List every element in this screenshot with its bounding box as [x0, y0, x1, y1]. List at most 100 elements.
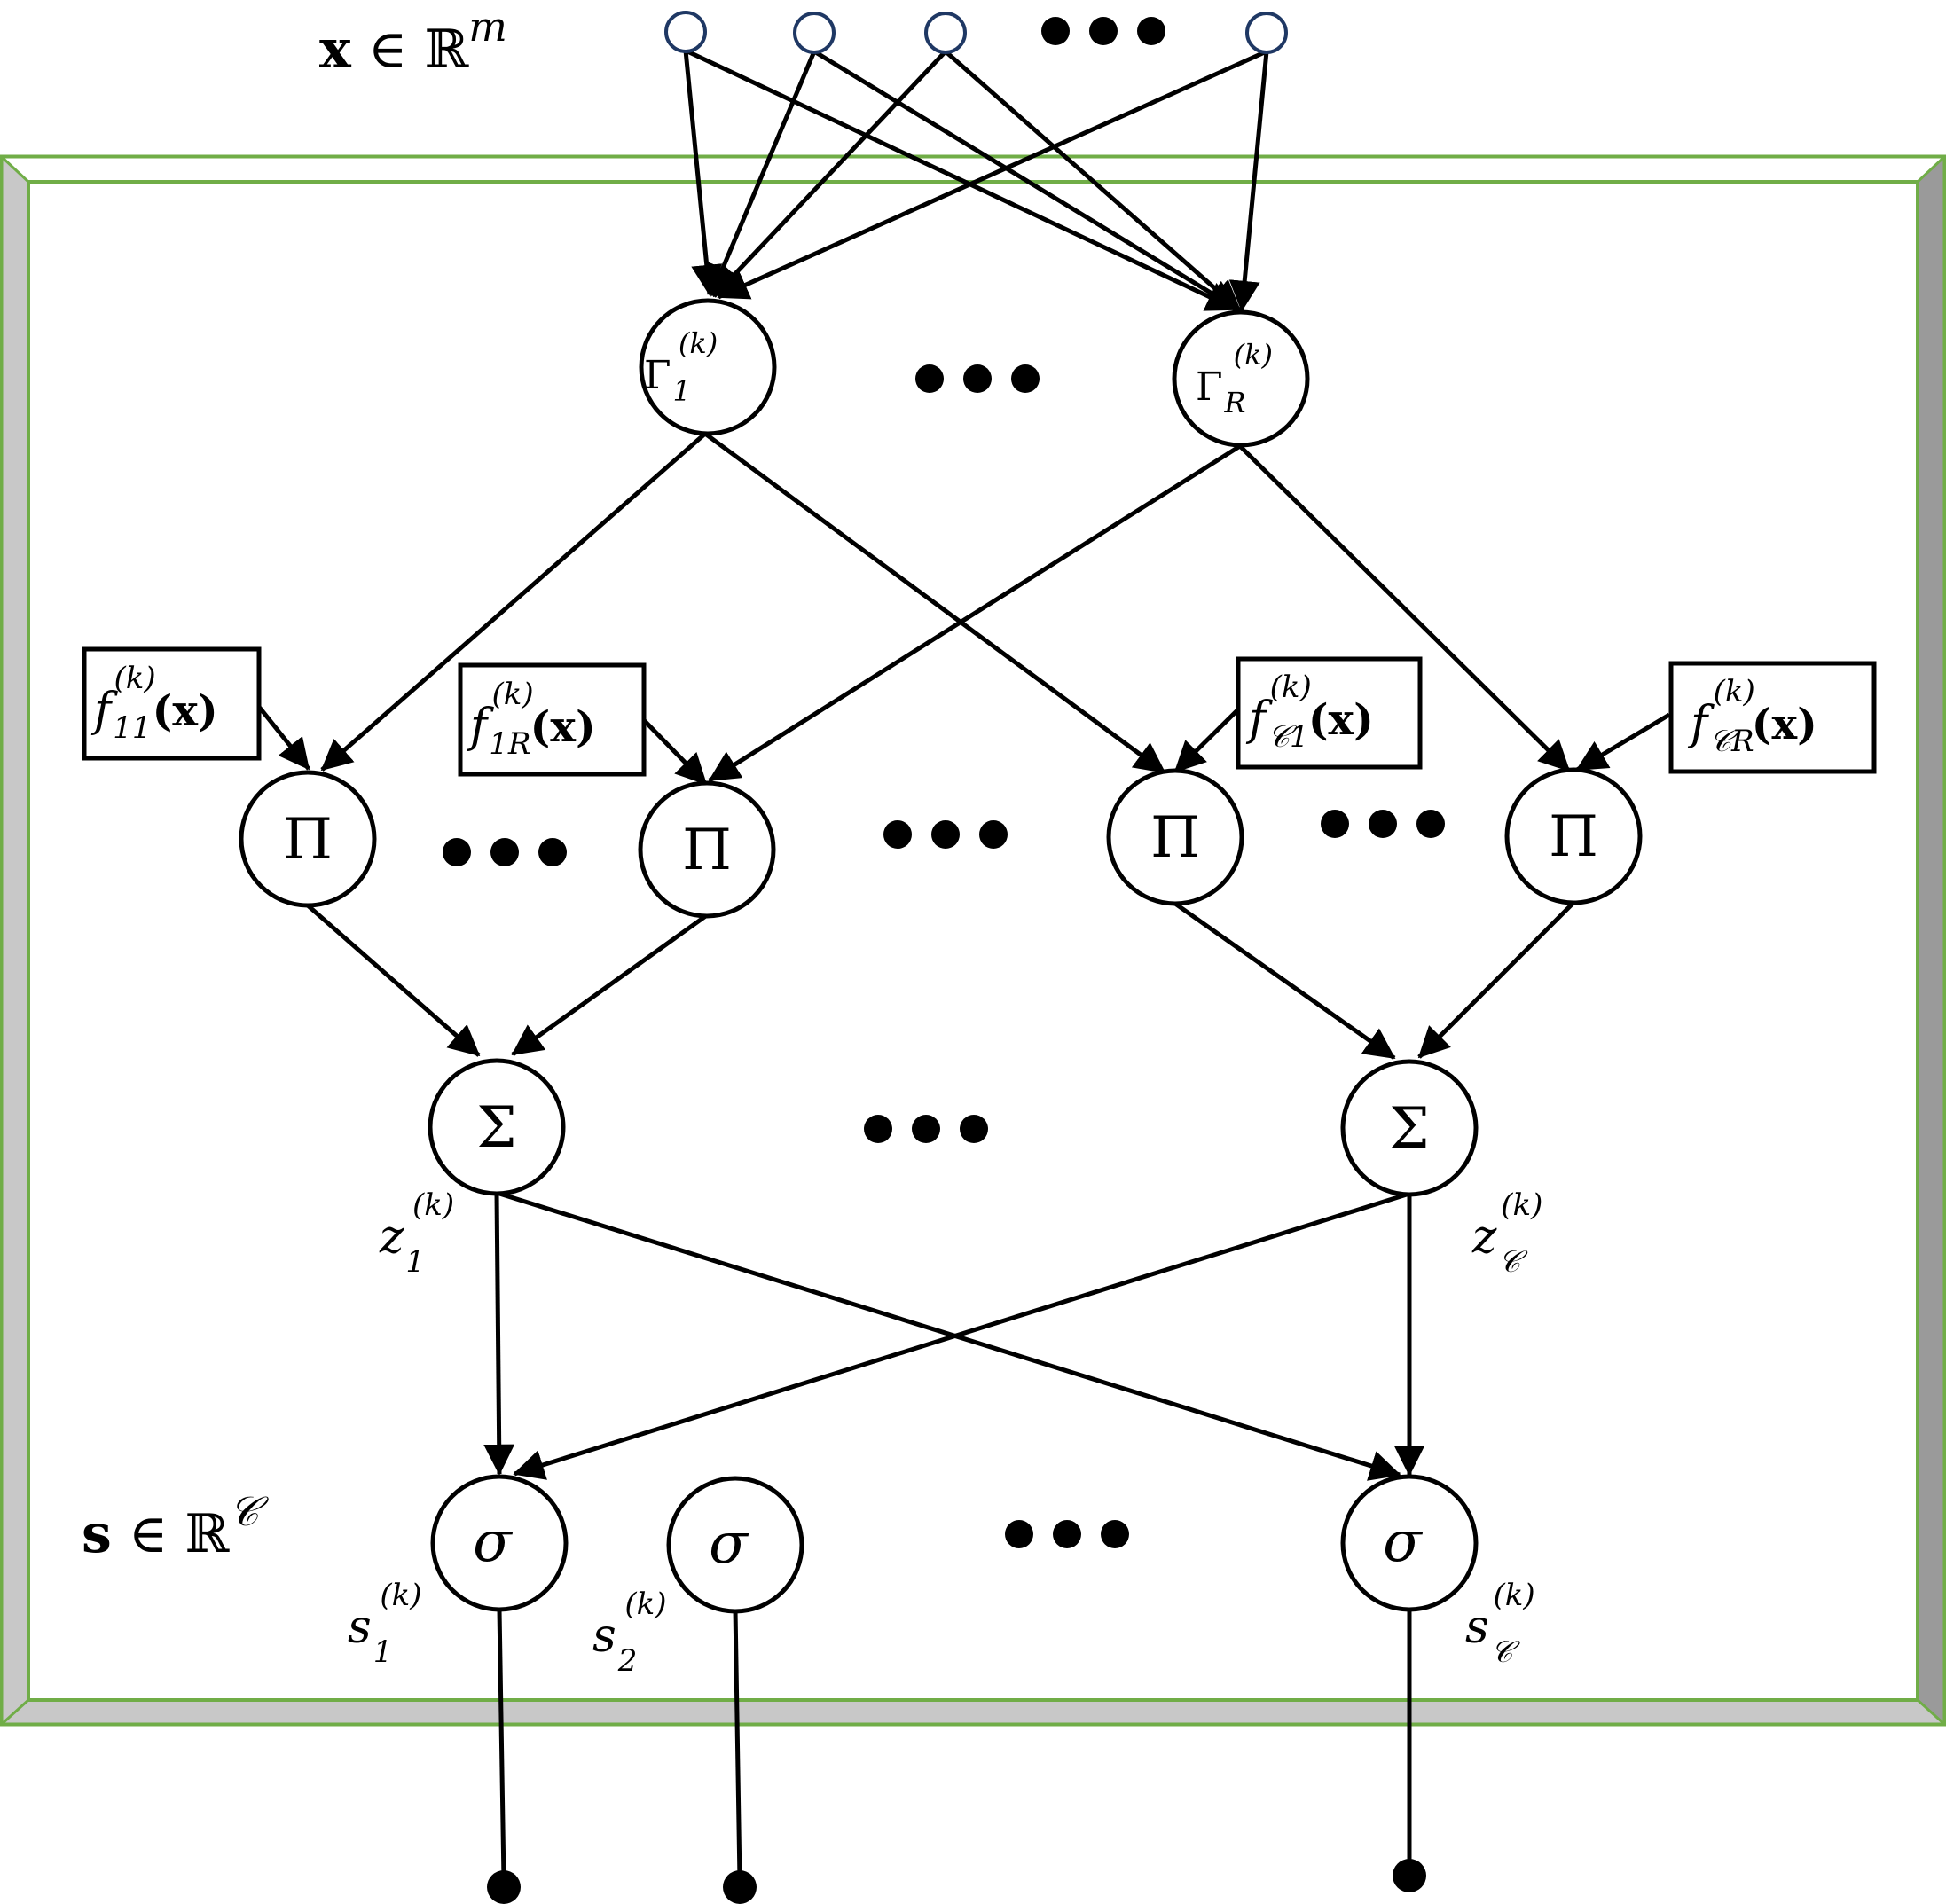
sum-node-1-circle [428, 1058, 566, 1196]
sigma-node-1-circle [430, 1474, 569, 1612]
sigma-nodes: σ σ σ [430, 1474, 1479, 1614]
frame-outer [0, 154, 1946, 1727]
gamma-node-R-label: ΓR(k) [1196, 338, 1273, 419]
edges-input-to-gamma [683, 48, 1269, 312]
frame-inner [27, 180, 1919, 1702]
f-box-11: f11(k)(x) [82, 646, 262, 761]
gamma-node-1: Γ1(k) [639, 298, 777, 436]
ellipsis-product-mid-dot-2 [931, 820, 960, 849]
edges-gamma-to-product [320, 431, 1571, 783]
input-node-3 [924, 12, 967, 54]
product-node-4-label: Π [1549, 804, 1598, 870]
sum-node-C-label: Σ [1389, 1096, 1429, 1162]
edge-xm-gamma1 [717, 49, 1268, 300]
edge-x3-gamma1 [712, 50, 947, 298]
f-box-C1-label: f𝒞1(k)(x) [1245, 670, 1374, 755]
edge-gammaR-pi4 [1238, 444, 1571, 772]
gamma-node-1-label: Γ1(k) [644, 326, 718, 408]
ellipsis-sum [864, 1115, 988, 1143]
s-label-1: s1(k) [348, 1578, 421, 1670]
edge-x3-gammaR [944, 50, 1242, 312]
ellipsis-sigma-dot-2 [1053, 1520, 1081, 1548]
product-nodes: Π Π Π Π [239, 767, 1643, 919]
ellipsis-sigma-dot-3 [1101, 1520, 1129, 1548]
ellipsis-product-mid [883, 820, 1008, 849]
input-node-1 [664, 11, 707, 53]
f-box-CR-rect [1668, 661, 1877, 774]
ellipsis-sum-dot-2 [912, 1115, 940, 1143]
frame-bevel-right [1918, 155, 1946, 1725]
ellipsis-input-dot-1 [1041, 17, 1070, 45]
f-box-1R-label: f1R(k)(x) [467, 677, 596, 762]
sigma-node-1-label: σ [473, 1509, 514, 1575]
edge-pi4-sum2 [1417, 901, 1575, 1059]
output-line-2 [733, 1609, 742, 1881]
ellipsis-gamma [915, 364, 1040, 393]
product-node-3-circle [1106, 768, 1244, 906]
output-terminals [487, 1859, 1426, 1904]
ellipsis-product-left-dot-3 [538, 838, 567, 866]
edge-sum2-sigma1 [513, 1191, 1410, 1480]
edge-gamma1-pi3 [703, 431, 1166, 775]
input-node-2 [793, 12, 836, 54]
f-box-CR: f𝒞R(k)(x) [1668, 661, 1877, 774]
edge-sum1-sigmaC [496, 1190, 1401, 1481]
product-node-3-label: Π [1150, 805, 1200, 871]
ellipsis-gamma-dot-2 [963, 364, 992, 393]
edge-x2-gammaR [812, 49, 1240, 312]
z-label-1: z1(k) [379, 1187, 454, 1280]
ellipsis-input [1041, 17, 1165, 45]
gamma-node-R: ΓR(k) [1172, 309, 1310, 448]
frame-corner-tl [0, 155, 30, 184]
edge-fC1-pi3 [1173, 708, 1240, 773]
ellipsis-product-right [1321, 810, 1445, 838]
output-terminal-2 [723, 1870, 757, 1904]
input-nodes [664, 11, 1288, 54]
edge-x1-gamma1 [683, 50, 723, 296]
gamma-node-1-circle [639, 298, 777, 436]
output-terminal-C [1393, 1859, 1426, 1892]
frame-bevel-bottom [0, 1700, 1946, 1725]
f-box-C1-rect [1236, 656, 1423, 770]
edge-gamma1-pi1 [320, 432, 707, 772]
ellipsis-gamma-dot-3 [1011, 364, 1040, 393]
sigma-node-C-label: σ [1383, 1509, 1424, 1575]
frame-corner-tr [1916, 155, 1946, 184]
f-box-11-label: f11(k)(x) [90, 661, 218, 746]
ellipsis-product-right-dot-3 [1416, 810, 1445, 838]
product-node-2-circle [638, 780, 776, 919]
product-node-2-label: Π [682, 818, 732, 883]
sigma-node-2-circle [666, 1476, 804, 1614]
ellipsis-product-right-dot-1 [1321, 810, 1349, 838]
sigma-node-C-circle [1340, 1474, 1479, 1612]
edge-x1-gammaR [684, 48, 1238, 312]
z-label-C: z𝒞(k) [1471, 1187, 1542, 1280]
f-box-1R: f1R(k)(x) [458, 662, 647, 777]
edge-sum1-sigma1 [483, 1192, 515, 1476]
edge-f1R-pi2 [639, 715, 708, 786]
output-terminal-1 [487, 1870, 521, 1904]
ellipsis-product-left-dot-2 [490, 838, 519, 866]
edges-product-to-sum [306, 901, 1575, 1061]
edge-gammaR-pi2 [708, 443, 1242, 783]
output-lines [497, 1609, 1412, 1881]
ellipsis-dots [443, 17, 1445, 1548]
edge-pi2-sum1 [511, 913, 709, 1057]
f-box-1R-rect [458, 662, 647, 777]
frame-corner-br [1916, 1698, 1946, 1726]
ellipsis-product-mid-dot-3 [979, 820, 1008, 849]
input-node-m [1245, 12, 1288, 54]
sum-nodes: Σ Σ [428, 1058, 1479, 1197]
ellipsis-gamma-dot-1 [915, 364, 944, 393]
output-line-1 [497, 1609, 506, 1881]
edge-pi1-sum1 [306, 904, 481, 1057]
frame-corner-bl [0, 1698, 30, 1726]
product-node-1-circle [239, 770, 377, 908]
ellipsis-sigma [1005, 1520, 1129, 1548]
edges-sum-to-sigma [483, 1190, 1425, 1481]
f-box-C1: f𝒞1(k)(x) [1236, 656, 1423, 770]
edge-f11-pi1 [257, 705, 310, 771]
ellipsis-sum-dot-3 [960, 1115, 988, 1143]
edge-xm-gammaR [1228, 51, 1269, 312]
